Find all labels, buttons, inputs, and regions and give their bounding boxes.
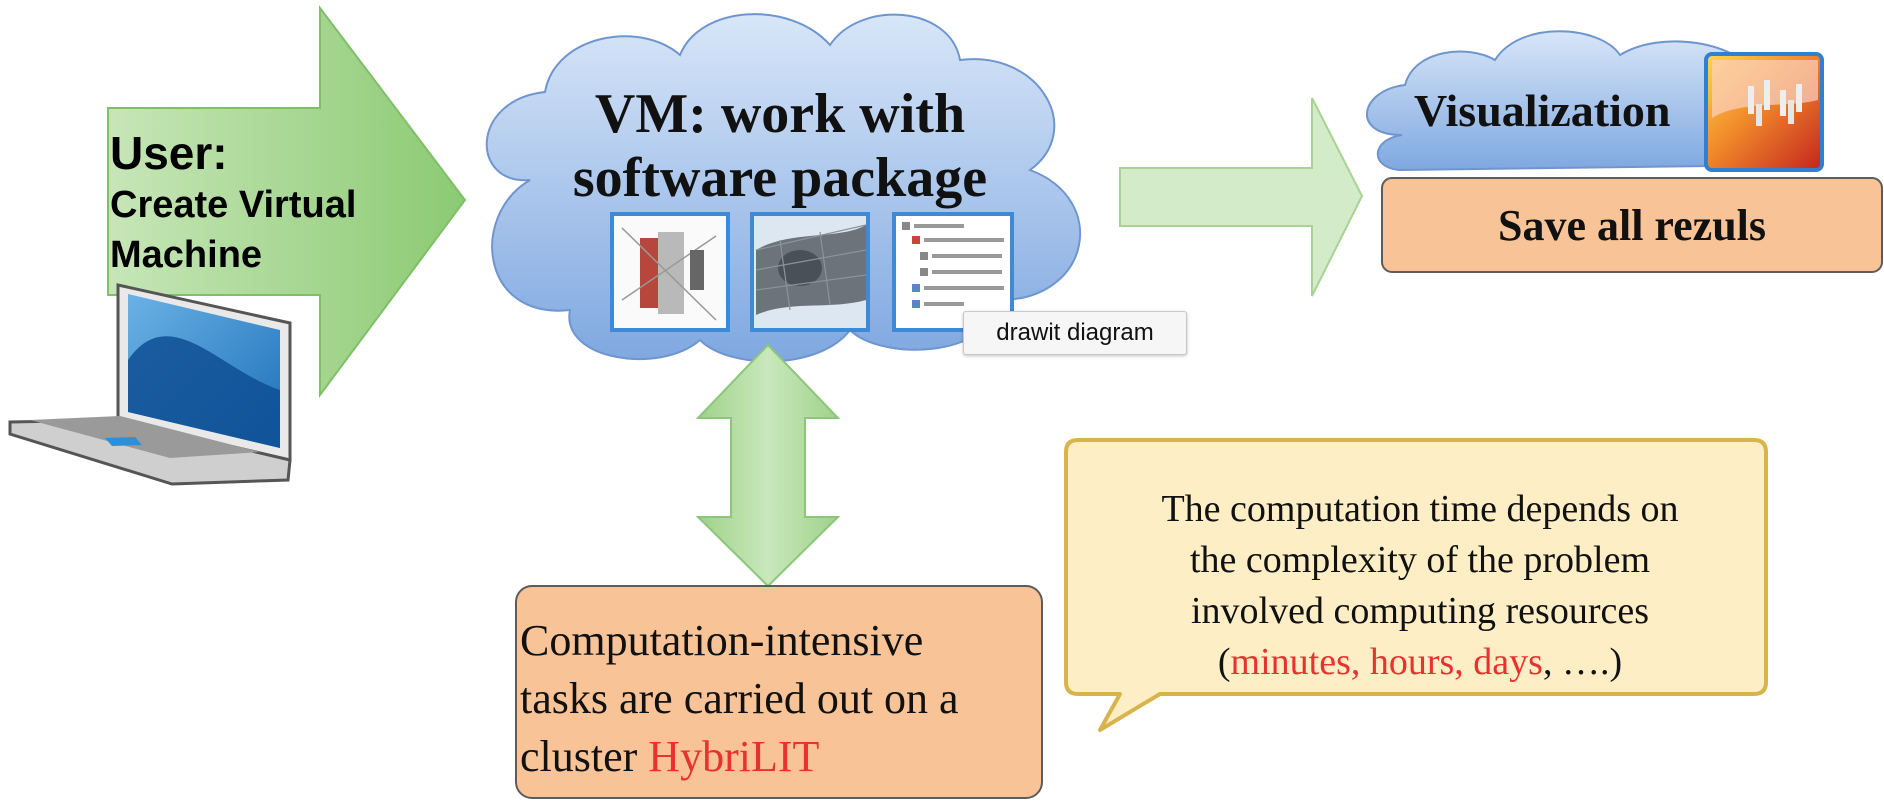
to-visualization-arrow <box>1119 97 1364 297</box>
user-subtitle: Create Virtual Machine <box>110 180 356 280</box>
cluster-prefix: cluster <box>520 732 649 781</box>
note-line-4: (minutes, hours, days, ….) <box>1070 637 1770 688</box>
user-title: User: <box>110 127 228 179</box>
user-line-2: Machine <box>110 234 263 276</box>
note-line-1: The computation time depends on <box>1161 488 1679 530</box>
cluster-text: Computation-intensive tasks are carried … <box>520 612 959 786</box>
note-open-paren: ( <box>1217 641 1231 683</box>
note-text: The computation time depends on the comp… <box>1070 484 1770 688</box>
cad-model-thumbnail <box>610 212 730 332</box>
laptop-icon <box>8 283 292 486</box>
note-line-3: involved computing resources <box>1190 590 1649 632</box>
cluster-name-highlight: HybriLIT <box>648 732 820 781</box>
save-box <box>1381 177 1883 273</box>
study-tree-thumbnail <box>892 212 1014 332</box>
cluster-box <box>515 585 1043 799</box>
vm-title: VM: work with software package <box>520 82 1040 210</box>
mesh-part-thumbnail <box>750 212 870 332</box>
tooltip: drawit diagram <box>963 311 1187 355</box>
note-time-highlight: minutes, hours, days <box>1230 641 1543 683</box>
cluster-line-3: cluster HybriLIT <box>520 728 959 786</box>
vm-line-2: software package <box>572 147 988 209</box>
cluster-double-arrow <box>695 343 841 588</box>
save-label: Save all rezuls <box>1497 201 1767 250</box>
user-line-1: Create Virtual <box>110 184 357 226</box>
cluster-line-1: Computation-intensive <box>520 616 924 665</box>
note-line-2: the complexity of the problem <box>1189 539 1651 581</box>
cluster-line-2: tasks are carried out on a <box>520 674 959 723</box>
vm-line-1: VM: work with <box>594 83 966 145</box>
note-bubble <box>1064 438 1768 732</box>
visualization-label: Visualization <box>1414 85 1671 136</box>
note-tail: , ….) <box>1542 641 1623 683</box>
heatmap-thumbnail <box>1704 52 1824 172</box>
